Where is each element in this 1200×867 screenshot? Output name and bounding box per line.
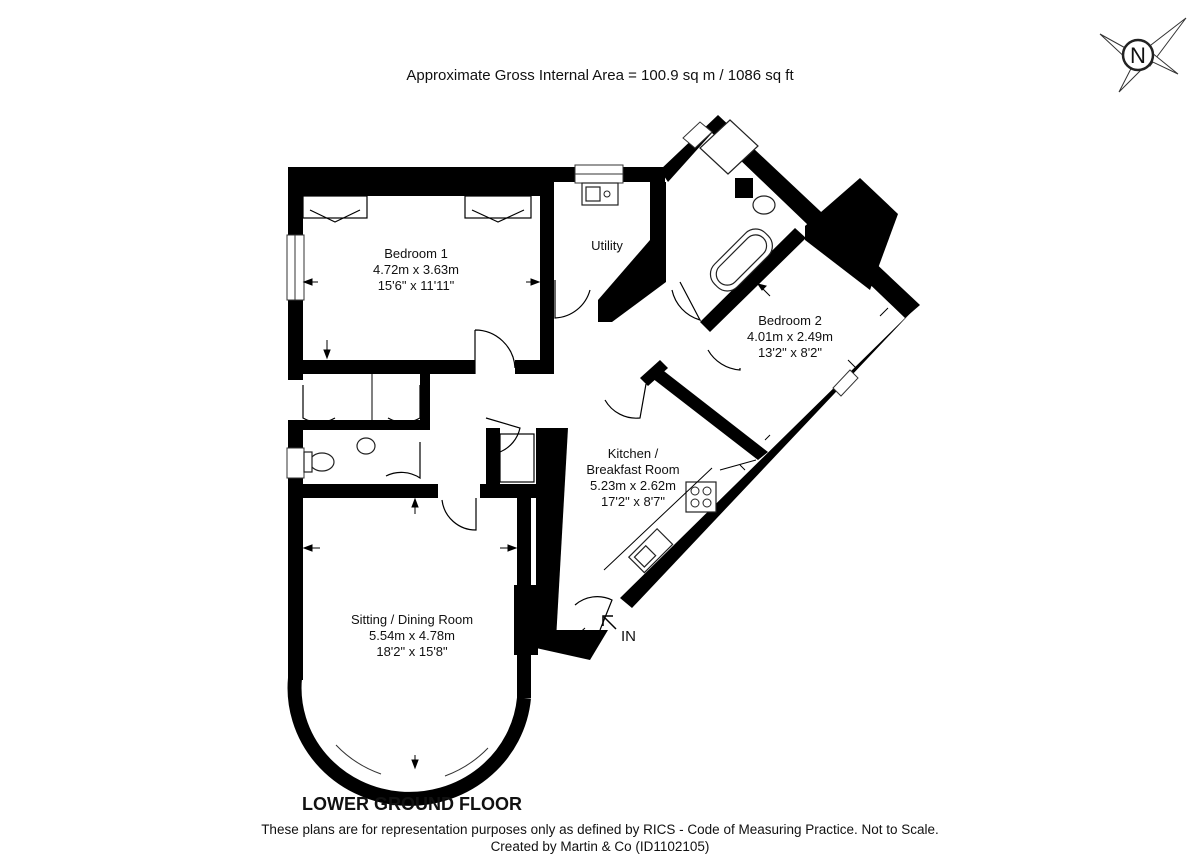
svg-text:Bedroom 2: Bedroom 2	[758, 313, 822, 328]
svg-text:13'2" x 8'2": 13'2" x 8'2"	[758, 345, 822, 360]
room-label-utility: Utility	[591, 238, 623, 253]
svg-text:18'2" x 15'8": 18'2" x 15'8"	[376, 644, 448, 659]
room-label-bedroom1: Bedroom 1 4.72m x 3.63m 15'6" x 11'11"	[373, 246, 459, 293]
svg-text:Bedroom 1: Bedroom 1	[384, 246, 448, 261]
room-label-kitchen: Kitchen / Breakfast Room 5.23m x 2.62m 1…	[586, 446, 679, 509]
fixtures	[303, 119, 776, 574]
entrance-arrow-icon	[602, 615, 617, 630]
doors	[302, 280, 741, 631]
svg-text:4.72m x 3.63m: 4.72m x 3.63m	[373, 262, 459, 277]
floor-label: LOWER GROUND FLOOR	[302, 794, 522, 814]
svg-text:Utility: Utility	[591, 238, 623, 253]
entrance-label: IN	[621, 628, 636, 645]
bay-window	[287, 677, 531, 806]
compass-letter: N	[1130, 43, 1146, 68]
wardrobes	[302, 185, 532, 223]
dimension-arrows	[302, 278, 889, 770]
svg-text:Kitchen /: Kitchen /	[608, 446, 659, 461]
credit-text: Created by Martin & Co (ID1102105)	[491, 839, 710, 854]
svg-text:5.54m x 4.78m: 5.54m x 4.78m	[369, 628, 455, 643]
disclaimer-text: These plans are for representation purpo…	[261, 822, 939, 837]
gross-area-title: Approximate Gross Internal Area = 100.9 …	[406, 67, 794, 84]
svg-text:Breakfast Room: Breakfast Room	[586, 462, 679, 477]
svg-text:5.23m x 2.62m: 5.23m x 2.62m	[590, 478, 676, 493]
room-label-sitting: Sitting / Dining Room 5.54m x 4.78m 18'2…	[351, 612, 473, 659]
svg-text:17'2" x 8'7": 17'2" x 8'7"	[601, 494, 665, 509]
windows	[286, 121, 859, 479]
svg-text:15'6" x 11'11": 15'6" x 11'11"	[378, 278, 455, 293]
svg-text:Sitting / Dining Room: Sitting / Dining Room	[351, 612, 473, 627]
svg-text:4.01m x 2.49m: 4.01m x 2.49m	[747, 329, 833, 344]
compass-icon: N	[1099, 17, 1187, 93]
room-label-bedroom2: Bedroom 2 4.01m x 2.49m 13'2" x 8'2"	[747, 313, 833, 360]
